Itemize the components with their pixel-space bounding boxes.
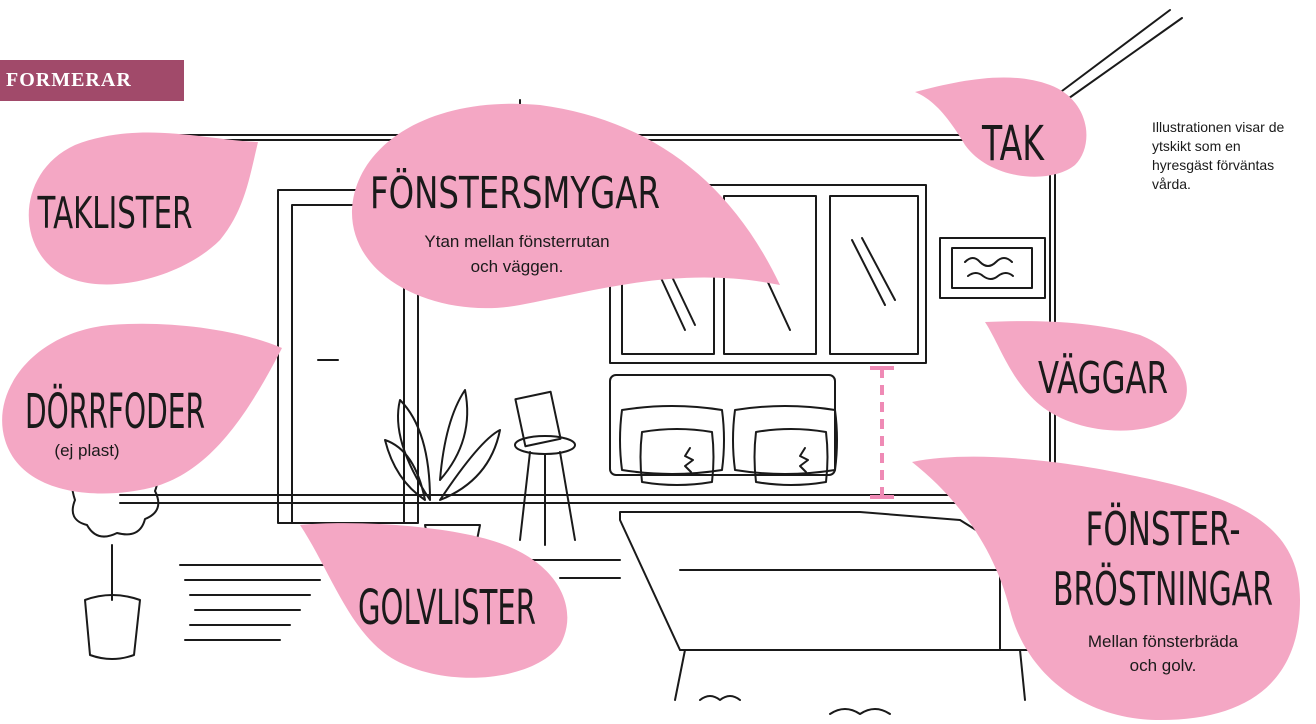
cushion-right [755, 429, 828, 485]
label-golvlister: GOLVLISTER [358, 580, 536, 636]
fonstersmygar-desc-line2: och väggen. [471, 257, 564, 276]
window-pane-right [830, 196, 918, 354]
fonsterbrostningar-desc-line2: och golv. [1130, 656, 1197, 675]
fonsterbrostningar-desc-line1: Mellan fönsterbräda [1088, 632, 1239, 651]
label-fonsterbrostningar-line1: FÖNSTER- [1086, 502, 1241, 556]
ceiling-corner-line [1050, 10, 1170, 100]
label-tak: TAK [981, 116, 1045, 172]
fonstersmygar-desc-line1: Ytan mellan fönsterrutan [424, 232, 609, 251]
cushion-squiggle [685, 448, 693, 472]
tree-pot [85, 595, 140, 659]
wall-picture-art [965, 258, 1013, 279]
bed-leg [1020, 650, 1025, 700]
pillow-left [620, 406, 724, 474]
plant-leaves [385, 390, 500, 500]
cushion-left [641, 429, 714, 485]
dorrfoder-desc: (ej plast) [54, 441, 119, 460]
label-dorrfoder: DÖRRFODER [25, 384, 205, 440]
cushion-squiggle [800, 448, 808, 472]
photo-frame [515, 392, 560, 446]
label-vaggar: VÄGGAR [1038, 352, 1168, 404]
bed-leg [675, 650, 685, 700]
ceiling-corner-line-2 [1055, 18, 1182, 108]
label-fonsterbrostningar-line2: BRÖSTNINGAR [1053, 562, 1273, 616]
pillow-right [733, 406, 837, 474]
label-taklister: TAKLISTER [37, 188, 193, 239]
wall-picture-inner [952, 248, 1032, 288]
bed-mattress [620, 512, 1000, 650]
label-fonstersmygar: FÖNSTERSMYGAR [370, 167, 660, 219]
